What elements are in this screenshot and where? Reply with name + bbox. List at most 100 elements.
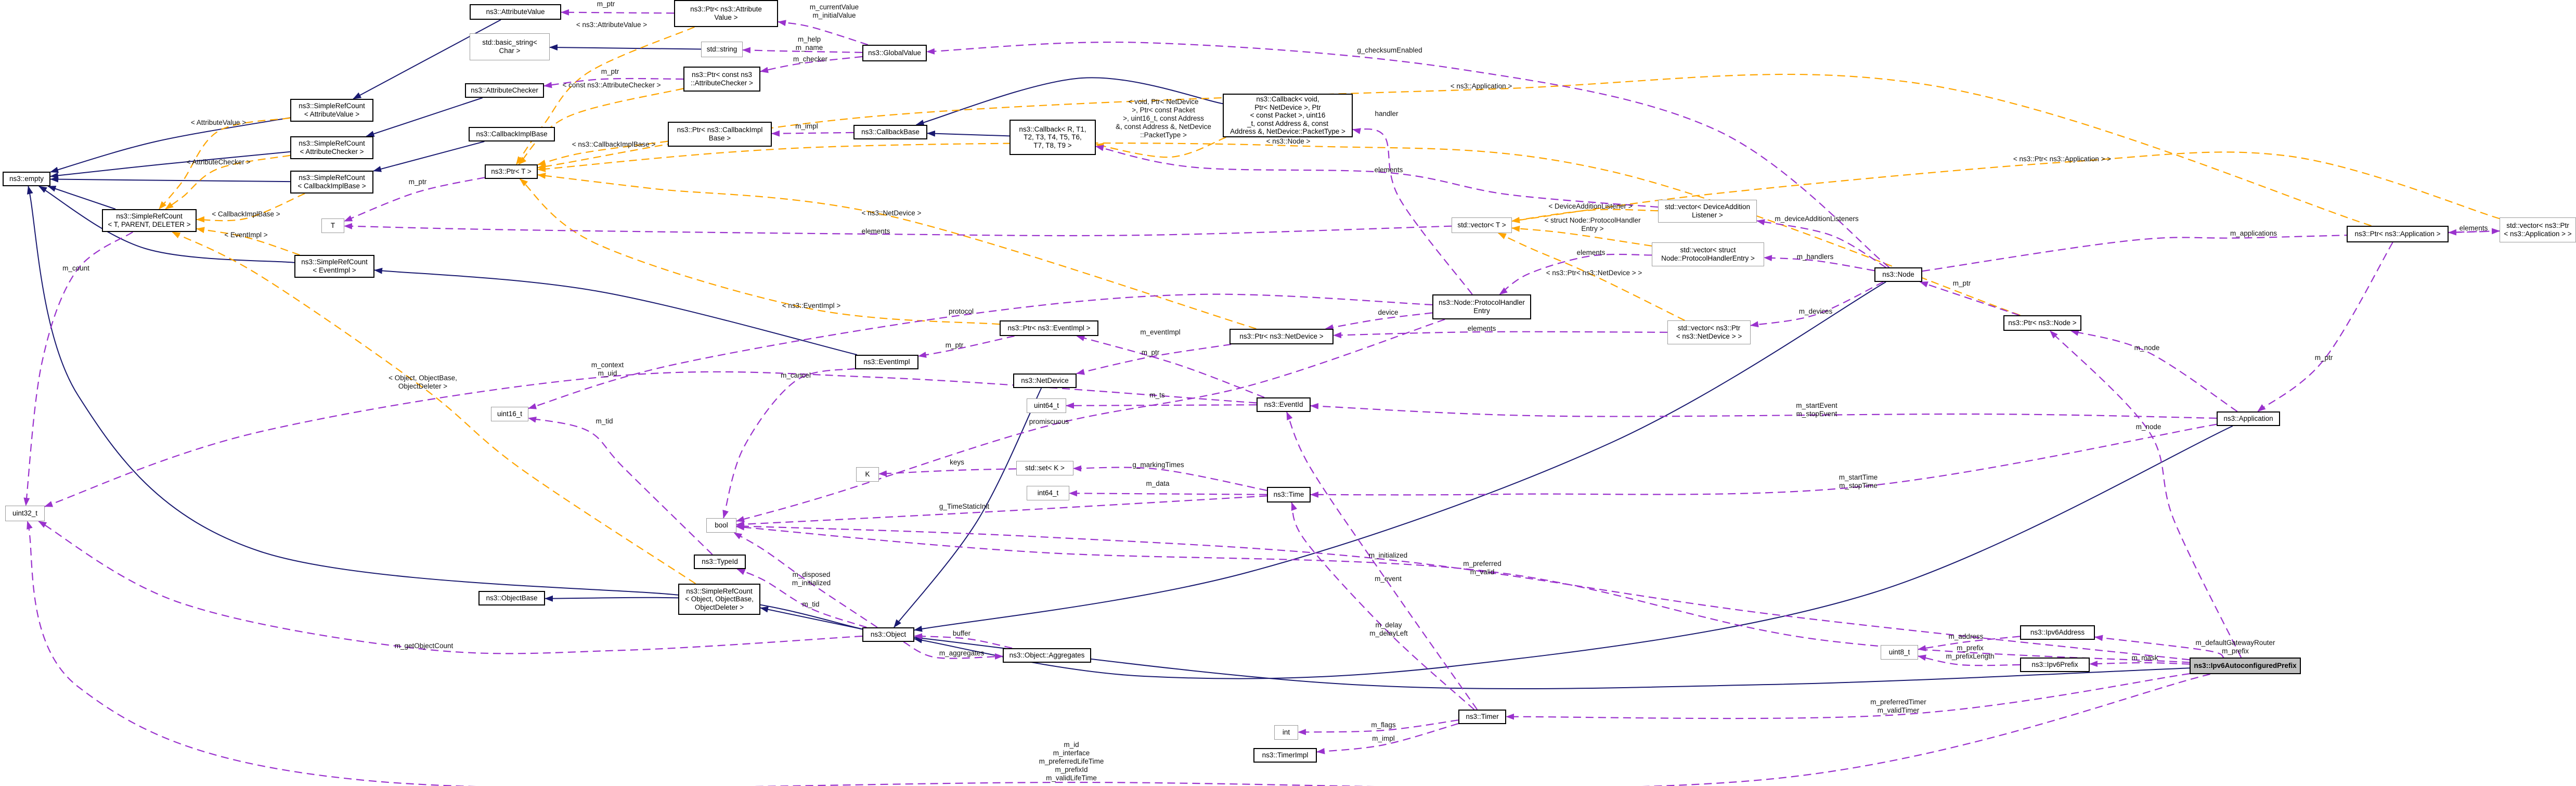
edge-ptr_av-to-av bbox=[561, 9, 675, 16]
class-box-vec_papp[interactable]: std::vector< ns3::Ptr < ns3::Application… bbox=[2500, 217, 2576, 242]
class-box-ptr_cib[interactable]: ns3::Ptr< ns3::CallbackImpl Base > bbox=[668, 122, 772, 147]
edge-ptr_av-to-ptr_t bbox=[515, 26, 695, 165]
class-box-vec_dal[interactable]: std::vector< DeviceAddition Listener > bbox=[1658, 200, 1757, 223]
class-box-setk[interactable]: std::set< K > bbox=[1016, 461, 1073, 475]
edge-target-to-v6pfx bbox=[2089, 661, 2190, 667]
class-box-vec_phe[interactable]: std::vector< struct Node::ProtocolHandle… bbox=[1652, 242, 1764, 266]
class-box-v6addr[interactable]: ns3::Ipv6Address bbox=[2020, 625, 2095, 640]
edge-ac-to-src_ac bbox=[366, 97, 483, 137]
class-box-cib[interactable]: ns3::CallbackImplBase bbox=[469, 127, 555, 141]
class-box-src_ac[interactable]: ns3::SimpleRefCount < AttributeChecker > bbox=[290, 136, 373, 159]
class-box-timpl[interactable]: ns3::TimerImpl bbox=[1253, 748, 1317, 763]
edge-vec_t-to-tbox bbox=[344, 223, 1452, 237]
class-box-eid[interactable]: ns3::EventId bbox=[1257, 397, 1311, 412]
class-box-src_obj[interactable]: ns3::SimpleRefCount < Object, ObjectBase… bbox=[678, 584, 760, 615]
edge-target-to-ptr_node bbox=[2049, 330, 2242, 658]
class-box-intbox[interactable]: int bbox=[1274, 725, 1298, 740]
class-box-kbox[interactable]: K bbox=[856, 467, 879, 482]
edge-eid-to-ptr_ei bbox=[1076, 335, 1265, 398]
class-box-obj[interactable]: ns3::Object bbox=[862, 627, 914, 642]
edge-ptr_cac-to-ptr_t bbox=[518, 88, 684, 165]
edge-target-to-timer bbox=[1506, 673, 2190, 720]
edge-src_tpd-to-empty bbox=[47, 186, 116, 210]
class-box-cb_r[interactable]: ns3::Callback< R, T1, T2, T3, T4, T5, T6… bbox=[1009, 120, 1096, 155]
edge-vec_pnd-to-ptr_nd bbox=[1333, 331, 1668, 339]
class-box-ei[interactable]: ns3::EventImpl bbox=[855, 355, 918, 369]
edge-v6pfx-to-u8 bbox=[1918, 654, 2021, 666]
edge-gv-to-ptr_cac bbox=[760, 56, 863, 73]
class-box-cb_void[interactable]: ns3::Callback< void, Ptr< NetDevice >, P… bbox=[1223, 94, 1353, 137]
edge-target-to-bool bbox=[736, 523, 2190, 661]
class-box-ptr_t[interactable]: ns3::Ptr< T > bbox=[485, 164, 538, 179]
class-box-av[interactable]: ns3::AttributeValue bbox=[470, 4, 561, 20]
edge-src_av-to-empty bbox=[50, 117, 291, 173]
edge-setk-to-kbox bbox=[878, 468, 1017, 477]
class-box-ptr_cac[interactable]: ns3::Ptr< const ns3 ::AttributeChecker > bbox=[683, 67, 760, 92]
edge-src_tpd-to-u32 bbox=[23, 231, 133, 506]
class-box-u16[interactable]: uint16_t bbox=[491, 407, 528, 421]
class-box-obase[interactable]: ns3::ObjectBase bbox=[478, 591, 545, 605]
class-box-phe[interactable]: ns3::Node::ProtocolHandler Entry bbox=[1432, 294, 1531, 319]
edge-src_obj-to-src_tpd bbox=[172, 231, 696, 584]
edge-gv-to-ptr_av bbox=[778, 20, 869, 46]
class-box-cbase[interactable]: ns3::CallbackBase bbox=[853, 125, 927, 139]
class-box-gv[interactable]: ns3::GlobalValue bbox=[862, 45, 927, 61]
class-box-tid[interactable]: ns3::TypeId bbox=[694, 555, 746, 569]
edge-ptr_nd-to-nd bbox=[1076, 343, 1232, 375]
edge-vec_phe-to-vec_t bbox=[1511, 225, 1652, 247]
class-box-ptr_node[interactable]: ns3::Ptr< ns3::Node > bbox=[2003, 315, 2081, 331]
class-box-i64[interactable]: int64_t bbox=[1027, 486, 1069, 500]
edge-obj-to-aggr bbox=[903, 641, 1003, 660]
class-box-empty[interactable]: ns3::empty bbox=[3, 172, 50, 186]
class-box-bool[interactable]: bool bbox=[706, 518, 736, 533]
edge-ptr_node-to-ptr_t bbox=[537, 142, 2021, 316]
class-box-ac[interactable]: ns3::AttributeChecker bbox=[465, 83, 544, 98]
edge-app-to-obj bbox=[914, 426, 2233, 679]
edge-src_ac-to-empty bbox=[50, 151, 291, 179]
class-box-v6pfx[interactable]: ns3::Ipv6Prefix bbox=[2020, 658, 2090, 672]
edge-timer-to-eid bbox=[1286, 411, 1478, 710]
edge-ptr_cac-to-ac bbox=[543, 78, 684, 88]
class-box-bstring[interactable]: std::basic_string< Char > bbox=[470, 33, 550, 60]
edge-phe-to-bool bbox=[736, 318, 1445, 522]
class-box-ptr_av[interactable]: ns3::Ptr< ns3::Attribute Value > bbox=[674, 0, 778, 27]
edge-v6addr-to-u8 bbox=[1918, 636, 2021, 651]
class-box-u8[interactable]: uint8_t bbox=[1881, 645, 1918, 660]
edge-ptr_ei-to-ptr_t bbox=[519, 178, 1000, 325]
class-box-ptr_app[interactable]: ns3::Ptr< ns3::Application > bbox=[2347, 226, 2449, 242]
edge-src_obj-to-empty bbox=[27, 186, 679, 596]
class-box-tbox[interactable]: T bbox=[321, 218, 344, 233]
edge-cb_void-to-cbase bbox=[915, 77, 1223, 126]
class-box-target[interactable]: ns3::Ipv6AutoconfiguredPrefix bbox=[2190, 658, 2301, 674]
class-box-sstring[interactable]: std::string bbox=[701, 42, 743, 57]
class-box-aggr[interactable]: ns3::Object::Aggregates bbox=[1003, 648, 1091, 663]
class-box-app[interactable]: ns3::Application bbox=[2217, 411, 2280, 426]
edge-ptr_ei-to-ei bbox=[918, 335, 1015, 358]
class-box-src_ei[interactable]: ns3::SimpleRefCount < EventImpl > bbox=[294, 255, 374, 278]
edge-cib-to-src_cib bbox=[373, 141, 485, 172]
edge-obj-to-bool bbox=[733, 532, 878, 628]
class-box-u32[interactable]: uint32_t bbox=[5, 506, 45, 521]
class-box-src_tpd[interactable]: ns3::SimpleRefCount < T, PARENT, DELETER… bbox=[102, 209, 197, 232]
class-box-node[interactable]: ns3::Node bbox=[1874, 267, 1922, 282]
edge-node-to-vec_pnd bbox=[1750, 281, 1884, 328]
class-box-src_av[interactable]: ns3::SimpleRefCount < AttributeValue > bbox=[290, 99, 373, 122]
edge-target-to-bool bbox=[736, 524, 2190, 663]
class-box-nd[interactable]: ns3::NetDevice bbox=[1013, 373, 1077, 388]
class-box-vec_pnd[interactable]: std::vector< ns3::Ptr < ns3::NetDevice >… bbox=[1667, 320, 1751, 344]
class-box-vec_t[interactable]: std::vector< T > bbox=[1452, 217, 1512, 233]
edge-ei-to-src_ei bbox=[374, 267, 858, 355]
edge-cbase-to-ptr_cib bbox=[771, 130, 854, 137]
class-box-ptr_nd[interactable]: ns3::Ptr< ns3::NetDevice > bbox=[1229, 329, 1334, 344]
class-box-u64[interactable]: uint64_t bbox=[1027, 398, 1066, 413]
class-box-ptr_ei[interactable]: ns3::Ptr< ns3::EventImpl > bbox=[1000, 320, 1098, 336]
edge-vec_phe-to-phe bbox=[1499, 253, 1652, 295]
edge-time-to-i64 bbox=[1069, 490, 1267, 497]
edge-eid-to-u64 bbox=[1066, 402, 1257, 409]
class-box-time[interactable]: ns3::Time bbox=[1267, 487, 1311, 502]
class-box-src_cib[interactable]: ns3::SimpleRefCount < CallbackImplBase > bbox=[290, 171, 373, 194]
class-box-timer[interactable]: ns3::Timer bbox=[1458, 710, 1506, 724]
edge-ptr_nd-to-ptr_t bbox=[537, 172, 1257, 330]
